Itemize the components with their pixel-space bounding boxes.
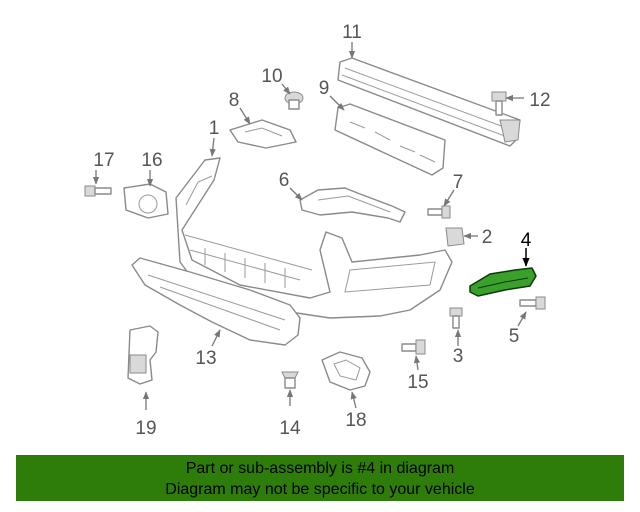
callout-8: 8	[229, 90, 240, 111]
leader-13	[211, 329, 221, 347]
part-7-bolt	[427, 205, 451, 219]
callout-12: 12	[529, 90, 550, 111]
part-10-clip	[284, 91, 304, 110]
leader-10	[281, 83, 291, 95]
callout-labels: 11 12 10 9 8 1 6 7 2 4 5 3 15 14 18 13 1…	[93, 22, 550, 439]
callout-16: 16	[141, 150, 162, 171]
part-13-lower-spoiler	[131, 257, 301, 346]
callout-10: 10	[261, 66, 282, 87]
callout-9: 9	[319, 78, 330, 99]
leader-lines	[92, 42, 530, 410]
callout-11: 11	[342, 22, 362, 43]
callout-13: 13	[195, 348, 216, 369]
callout-18: 18	[345, 410, 366, 431]
leader-15	[413, 355, 421, 371]
leader-5	[517, 311, 527, 327]
part-16-fog-light	[123, 183, 169, 219]
part-9-absorber	[334, 103, 446, 176]
banner-line-disclaimer: Diagram may not be specific to your vehi…	[165, 481, 475, 498]
callout-6: 6	[279, 170, 290, 191]
info-banner: Part or sub-assembly is #4 in diagram Di…	[16, 455, 624, 501]
part-14-clip	[281, 371, 299, 389]
callout-4: 4	[521, 230, 532, 251]
part-15-bolt	[401, 339, 426, 355]
leader-1	[209, 137, 216, 157]
callout-3: 3	[453, 346, 464, 367]
leader-18	[350, 391, 357, 409]
part-19-sensor	[127, 325, 159, 385]
part-18-bezel	[321, 351, 371, 391]
callout-14: 14	[279, 418, 301, 439]
parts-diagram: 11 12 10 9 8 1 6 7 2 4 5 3 15 14 18 13 1…	[84, 22, 551, 439]
part-6-bracket	[299, 187, 406, 223]
callout-2: 2	[482, 227, 493, 248]
part-2-clip	[445, 227, 465, 247]
callout-5: 5	[509, 326, 520, 347]
banner-line-part-info: Part or sub-assembly is #4 in diagram	[185, 460, 455, 477]
part-8-bracket	[229, 119, 297, 149]
callout-7: 7	[453, 172, 464, 193]
leader-7	[443, 189, 455, 207]
part-17-screw	[84, 185, 112, 197]
part-4-bracket-highlighted	[469, 267, 537, 297]
part-3-clip	[449, 307, 463, 329]
callout-17: 17	[93, 150, 114, 171]
callout-1: 1	[209, 118, 220, 139]
leader-9	[329, 95, 345, 111]
callout-19: 19	[135, 418, 156, 439]
part-5-bolt	[519, 296, 546, 310]
callout-15: 15	[407, 372, 428, 393]
leader-6	[289, 187, 303, 201]
leader-8	[239, 107, 251, 125]
